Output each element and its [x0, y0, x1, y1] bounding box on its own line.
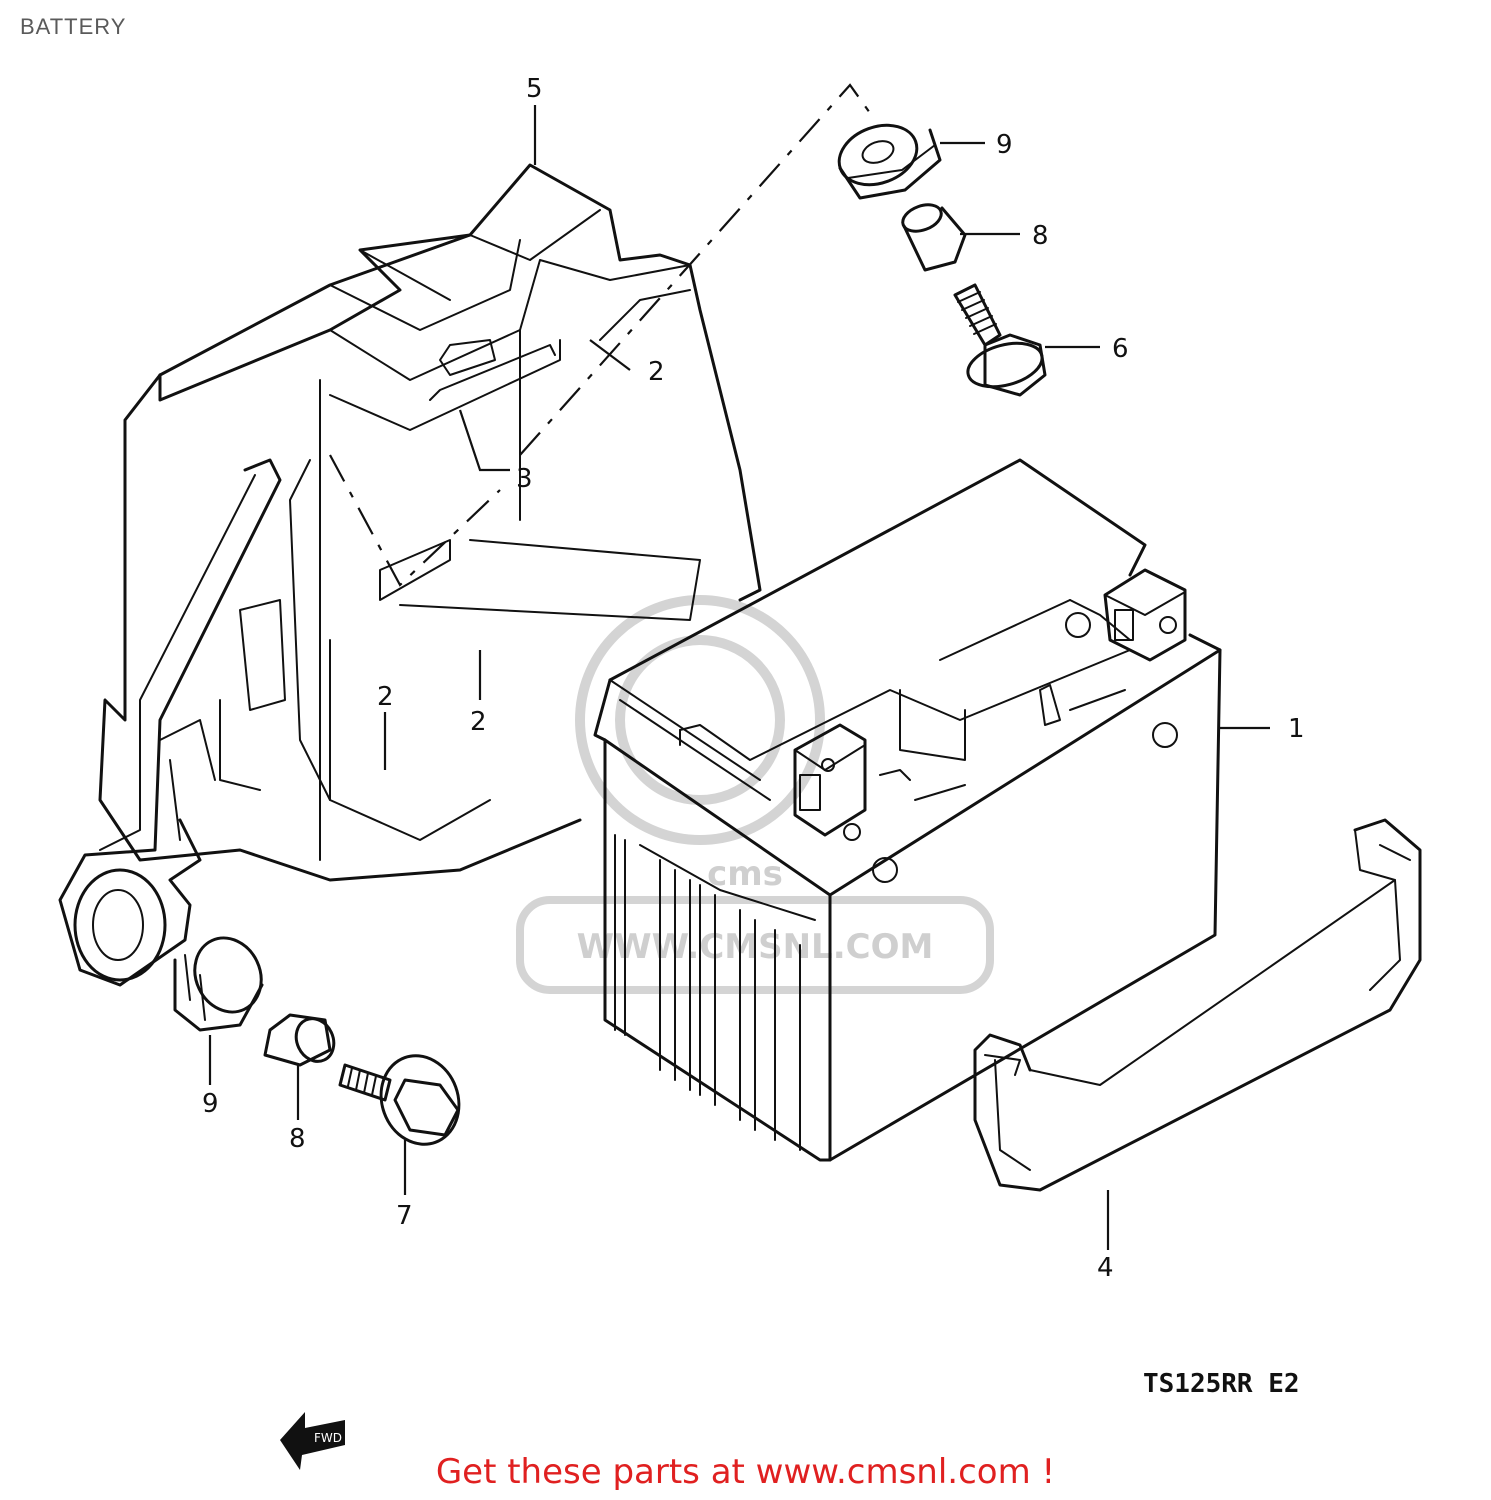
callout-8-top: 8: [1032, 221, 1049, 251]
callout-9-top: 9: [996, 130, 1013, 160]
callout-2-upper: 2: [648, 357, 665, 387]
callout-1: 1: [1288, 714, 1305, 744]
part-battery-case[interactable]: [58, 163, 762, 987]
part-collar-top[interactable]: [899, 200, 967, 272]
part-collar-bottom[interactable]: [263, 1012, 341, 1067]
callout-2-lower: 2: [377, 682, 394, 712]
part-battery[interactable]: [593, 458, 1222, 1162]
leader-lines: [208, 83, 1270, 1250]
part-grommet-bottom[interactable]: [173, 927, 273, 1032]
callouts: 1 2 2 2 3 4 5 6 7 8 8 9 9: [202, 74, 1305, 1283]
page-title: BATTERY: [20, 14, 127, 39]
callout-3: 3: [516, 464, 533, 494]
front-arrow-label: FWD: [314, 1431, 342, 1445]
callout-9-bottom: 9: [202, 1089, 219, 1119]
watermark-badge: cms: [707, 854, 783, 894]
callout-2-middle: 2: [470, 707, 487, 737]
callout-8-bottom: 8: [289, 1124, 306, 1154]
callout-5: 5: [526, 74, 543, 104]
footer-parts-link[interactable]: Get these parts at www.cmsnl.com !: [435, 1452, 1056, 1492]
part-bolt-7[interactable]: [338, 1045, 471, 1156]
callout-7: 7: [396, 1201, 413, 1231]
callout-6: 6: [1112, 334, 1129, 364]
callout-4: 4: [1097, 1253, 1114, 1283]
part-grommet-top[interactable]: [831, 115, 942, 200]
model-code: TS125RR E2: [1143, 1369, 1300, 1399]
part-bolt-6[interactable]: [953, 283, 1047, 397]
part-battery-band[interactable]: [973, 818, 1422, 1192]
front-direction-arrow: FWD: [280, 1412, 345, 1470]
